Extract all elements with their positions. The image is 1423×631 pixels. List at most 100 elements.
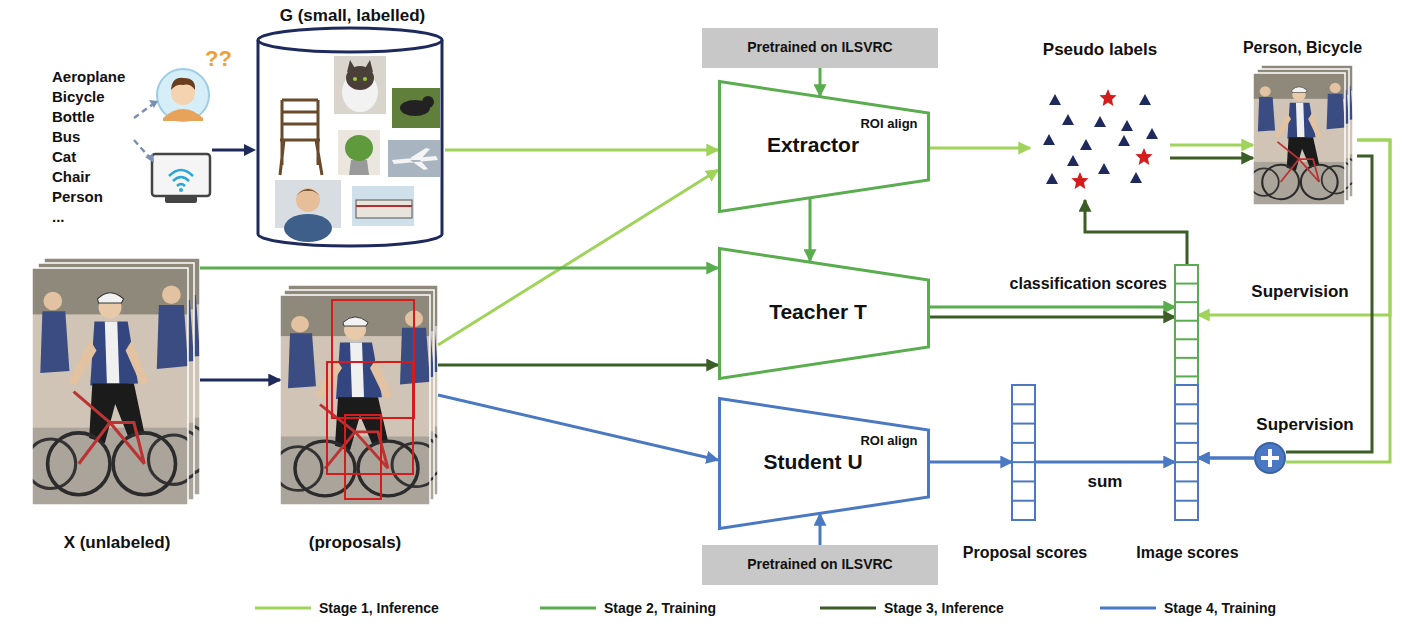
connector (930, 307, 1175, 308)
edge-label: Supervision (1248, 282, 1351, 302)
proposal-box (327, 300, 414, 499)
unlabeled-images: X (unlabeled) (22, 255, 207, 560)
class-name: Bicycle (52, 88, 105, 106)
pretrained-box: Pretrained on ILSVRC (702, 545, 938, 585)
node-label: Proposal scores (950, 543, 1100, 562)
vec-outline (1130, 383, 1245, 565)
unlabeled-images (26, 258, 211, 505)
connector (810, 199, 811, 261)
person-icon (157, 69, 209, 121)
connector-line (1170, 144, 1253, 147)
class-name: Person (52, 188, 103, 206)
node-label: Extractor (718, 132, 908, 157)
connector-line (930, 147, 1030, 150)
connector (1198, 140, 1390, 315)
connector (1198, 140, 1390, 462)
node-label: Student U (718, 449, 908, 474)
connector-line (1198, 140, 1390, 315)
vec-outline (965, 383, 1085, 565)
teacher-network: Teacher T (718, 247, 930, 380)
connector-line (438, 170, 718, 345)
connector-line (438, 364, 718, 367)
connector (445, 150, 718, 151)
question-marks: ?? (205, 46, 232, 72)
legend-line (255, 598, 311, 618)
legend-entry: Stage 1, Inference (255, 598, 439, 618)
student-network: Student UROI align (718, 397, 930, 530)
connector-line (445, 149, 718, 152)
connector (1170, 158, 1253, 159)
labelled-image: Person, Bicycle (1245, 38, 1360, 208)
node-label: Person, Bicycle (1220, 38, 1385, 57)
legend-entry: Stage 4, Training (1100, 598, 1276, 618)
dashed-arrow (134, 104, 153, 158)
class-name: Bus (52, 128, 80, 146)
connector (1085, 200, 1187, 265)
connector (1035, 462, 1175, 463)
legend-line (540, 598, 596, 618)
score-vector: Proposal scores (965, 383, 1085, 565)
node-label: (proposals) (270, 533, 440, 553)
connector-line (200, 379, 280, 382)
pseudo-label-space: Pseudo labels (1030, 40, 1170, 200)
connector-line (1085, 200, 1187, 265)
connector (1170, 145, 1253, 146)
connector (1198, 156, 1372, 458)
feature-scatter (1043, 94, 1158, 184)
node-sublabel: ROI align (852, 433, 926, 449)
connector-line (1035, 461, 1175, 464)
connector (438, 170, 718, 345)
node-label: Teacher T (718, 299, 918, 324)
legend-line (820, 598, 876, 618)
legend-text: Stage 3, Inference (884, 600, 1004, 616)
connector-line (819, 514, 822, 545)
connector (820, 514, 821, 545)
connector-line (809, 199, 812, 261)
solid-arrow (212, 149, 246, 152)
connector (200, 380, 280, 381)
legend-entry: Stage 2, Training (540, 598, 716, 618)
edge-label: sum (1085, 472, 1126, 492)
connector-line (930, 461, 1012, 464)
node-sublabel: ROI align (852, 116, 926, 132)
connector-line (1170, 157, 1253, 160)
connector (438, 365, 718, 366)
pseudo-label-star (1071, 89, 1152, 189)
connector-line (819, 68, 822, 96)
node-label: Image scores (1115, 543, 1260, 562)
node-label: Pseudo labels (1020, 40, 1180, 60)
computer-icon (152, 154, 210, 196)
connector-line (200, 267, 718, 270)
class-name: Bottle (52, 108, 95, 126)
class-name: ... (52, 208, 65, 226)
node-label: X (unlabeled) (22, 533, 212, 553)
dataset-cylinder: G (small, labelled) (255, 6, 450, 250)
connector-line (930, 306, 1175, 309)
connector (930, 148, 1030, 149)
connector (438, 395, 718, 460)
cyl-outline (255, 6, 450, 250)
connector-line (438, 395, 718, 460)
connector (200, 268, 718, 269)
class-name: Cat (52, 148, 76, 166)
proposal-images: (proposals) (270, 283, 445, 560)
class-name: Chair (52, 168, 90, 186)
score-vector: Image scores (1130, 383, 1245, 565)
edge-label: Supervision (1253, 415, 1356, 435)
dataset-images (275, 56, 440, 242)
node-label: Pretrained on ILSVRC (702, 39, 938, 56)
legend-entry: Stage 3, Inference (820, 598, 1004, 618)
plus-symbol (1255, 443, 1285, 473)
node-label: classification scores (995, 274, 1167, 293)
extractor-network: ExtractorROI align (718, 80, 930, 213)
connector-line (1198, 457, 1255, 460)
connector-line (1198, 457, 1255, 460)
legend-line (1100, 598, 1156, 618)
connector (820, 68, 821, 96)
node-label: G (small, labelled) (245, 6, 460, 26)
class-name: Aeroplane (52, 68, 125, 86)
node-label: Pretrained on ILSVRC (702, 556, 938, 573)
legend-text: Stage 2, Training (604, 600, 716, 616)
connector-line (930, 316, 1175, 319)
